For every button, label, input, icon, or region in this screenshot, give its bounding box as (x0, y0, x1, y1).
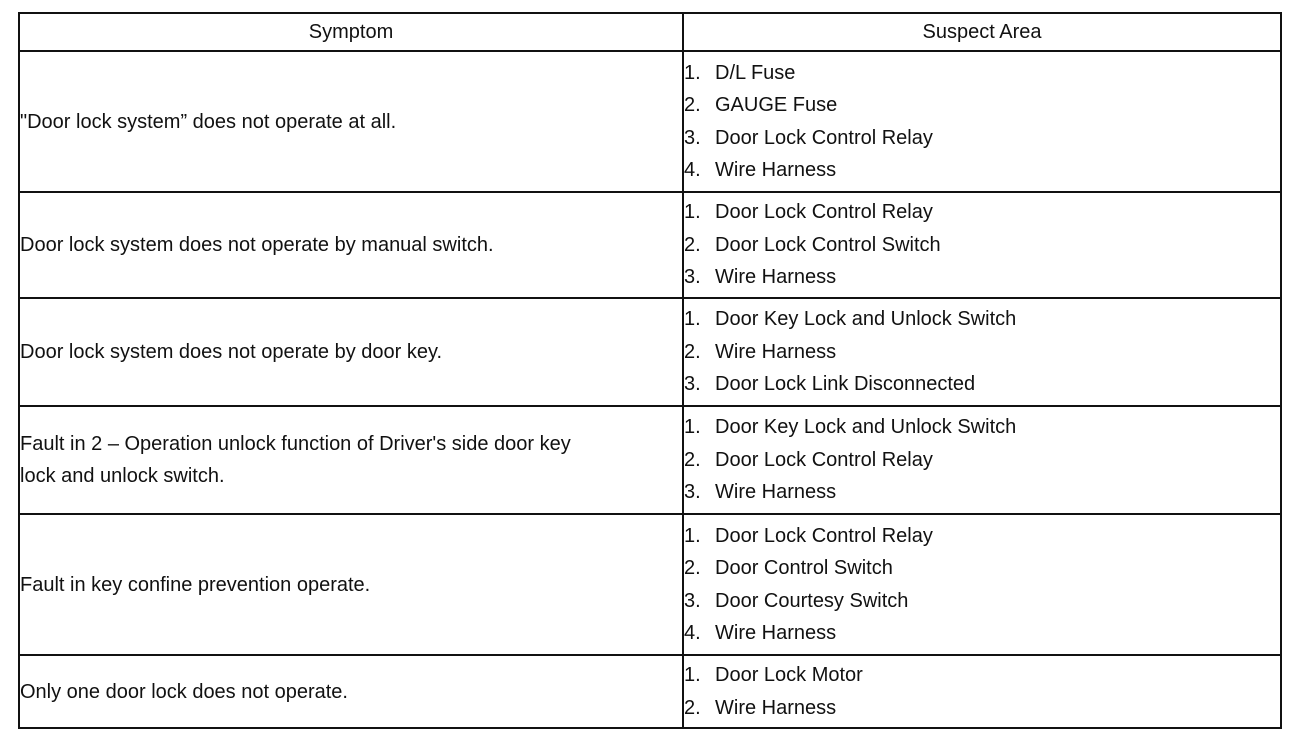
header-symptom: Symptom (18, 12, 684, 52)
suspect-item: 3.Wire Harness (684, 266, 837, 289)
suspect-item: 3.Door Courtesy Switch (684, 589, 909, 612)
suspect-area-cell: 1.D/L Fuse 2.GAUGE Fuse 3.Door Lock Cont… (682, 50, 1282, 193)
suspect-item: 1.D/L Fuse (684, 61, 796, 84)
suspect-list: 1.Door Lock Motor 2.Wire Harness (684, 659, 1280, 724)
table-row: Door lock system does not operate by doo… (18, 297, 1282, 407)
suspect-area-cell: 1.Door Lock Control Relay 2.Door Control… (682, 513, 1282, 656)
suspect-item: 3.Wire Harness (684, 481, 837, 504)
suspect-list: 1.Door Key Lock and Unlock Switch 2.Wire… (684, 303, 1280, 401)
suspect-item: 4.Wire Harness (684, 159, 837, 181)
suspect-item: 1.Door Lock Control Relay (684, 524, 933, 547)
suspect-item: 2.GAUGE Fuse (684, 94, 838, 116)
symptom-cell: "Door lock system” does not operate at a… (18, 50, 684, 193)
suspect-list: 1.Door Lock Control Relay 2.Door Control… (684, 520, 1280, 650)
suspect-area-cell: 1.Door Key Lock and Unlock Switch 2.Wire… (682, 297, 1282, 407)
symptom-cell: Door lock system does not operate by man… (18, 191, 684, 299)
symptom-cell: Fault in key confine prevention operate. (18, 513, 684, 656)
table-row: Fault in key confine prevention operate.… (18, 513, 1282, 656)
table-row: "Door lock system” does not operate at a… (18, 50, 1282, 193)
table-row: Door lock system does not operate by man… (18, 191, 1282, 299)
symptom-cell: Only one door lock does not operate. (18, 654, 684, 729)
suspect-item: 4.Wire Harness (684, 622, 837, 644)
symptom-line: lock and unlock switch. (20, 465, 225, 487)
suspect-item: 2.Wire Harness (684, 696, 837, 719)
suspect-list: 1.Door Key Lock and Unlock Switch 2.Door… (684, 411, 1280, 509)
suspect-item: 3.Door Lock Control Relay (684, 126, 933, 149)
troubleshooting-table: Symptom Suspect Area "Door lock system” … (18, 12, 1282, 729)
header-suspect-area: Suspect Area (682, 12, 1282, 52)
suspect-item: 1.Door Lock Motor (684, 664, 863, 686)
suspect-item: 1.Door Key Lock and Unlock Switch (684, 416, 1017, 439)
suspect-item: 2.Door Lock Control Switch (684, 233, 941, 256)
table-row: Fault in 2 – Operation unlock function o… (18, 405, 1282, 515)
suspect-area-cell: 1.Door Lock Motor 2.Wire Harness (682, 654, 1282, 729)
symptom-cell: Fault in 2 – Operation unlock function o… (18, 405, 684, 515)
suspect-item: 2.Door Lock Control Relay (684, 448, 933, 471)
suspect-item: 2.Door Control Switch (684, 557, 893, 579)
suspect-area-cell: 1.Door Lock Control Relay 2.Door Lock Co… (682, 191, 1282, 299)
suspect-item: 1.Door Lock Control Relay (684, 201, 933, 224)
suspect-item: 2.Wire Harness (684, 340, 837, 363)
suspect-list: 1.Door Lock Control Relay 2.Door Lock Co… (684, 196, 1280, 294)
suspect-list: 1.D/L Fuse 2.GAUGE Fuse 3.Door Lock Cont… (684, 57, 1280, 187)
suspect-item: 1.Door Key Lock and Unlock Switch (684, 308, 1017, 331)
symptom-line: Fault in 2 – Operation unlock function o… (20, 433, 571, 455)
suspect-item: 3.Door Lock Link Disconnected (684, 373, 976, 396)
header-row: Symptom Suspect Area (18, 12, 1282, 52)
symptom-cell: Door lock system does not operate by doo… (18, 297, 684, 407)
suspect-area-cell: 1.Door Key Lock and Unlock Switch 2.Door… (682, 405, 1282, 515)
table-row: Only one door lock does not operate. 1.D… (18, 654, 1282, 729)
